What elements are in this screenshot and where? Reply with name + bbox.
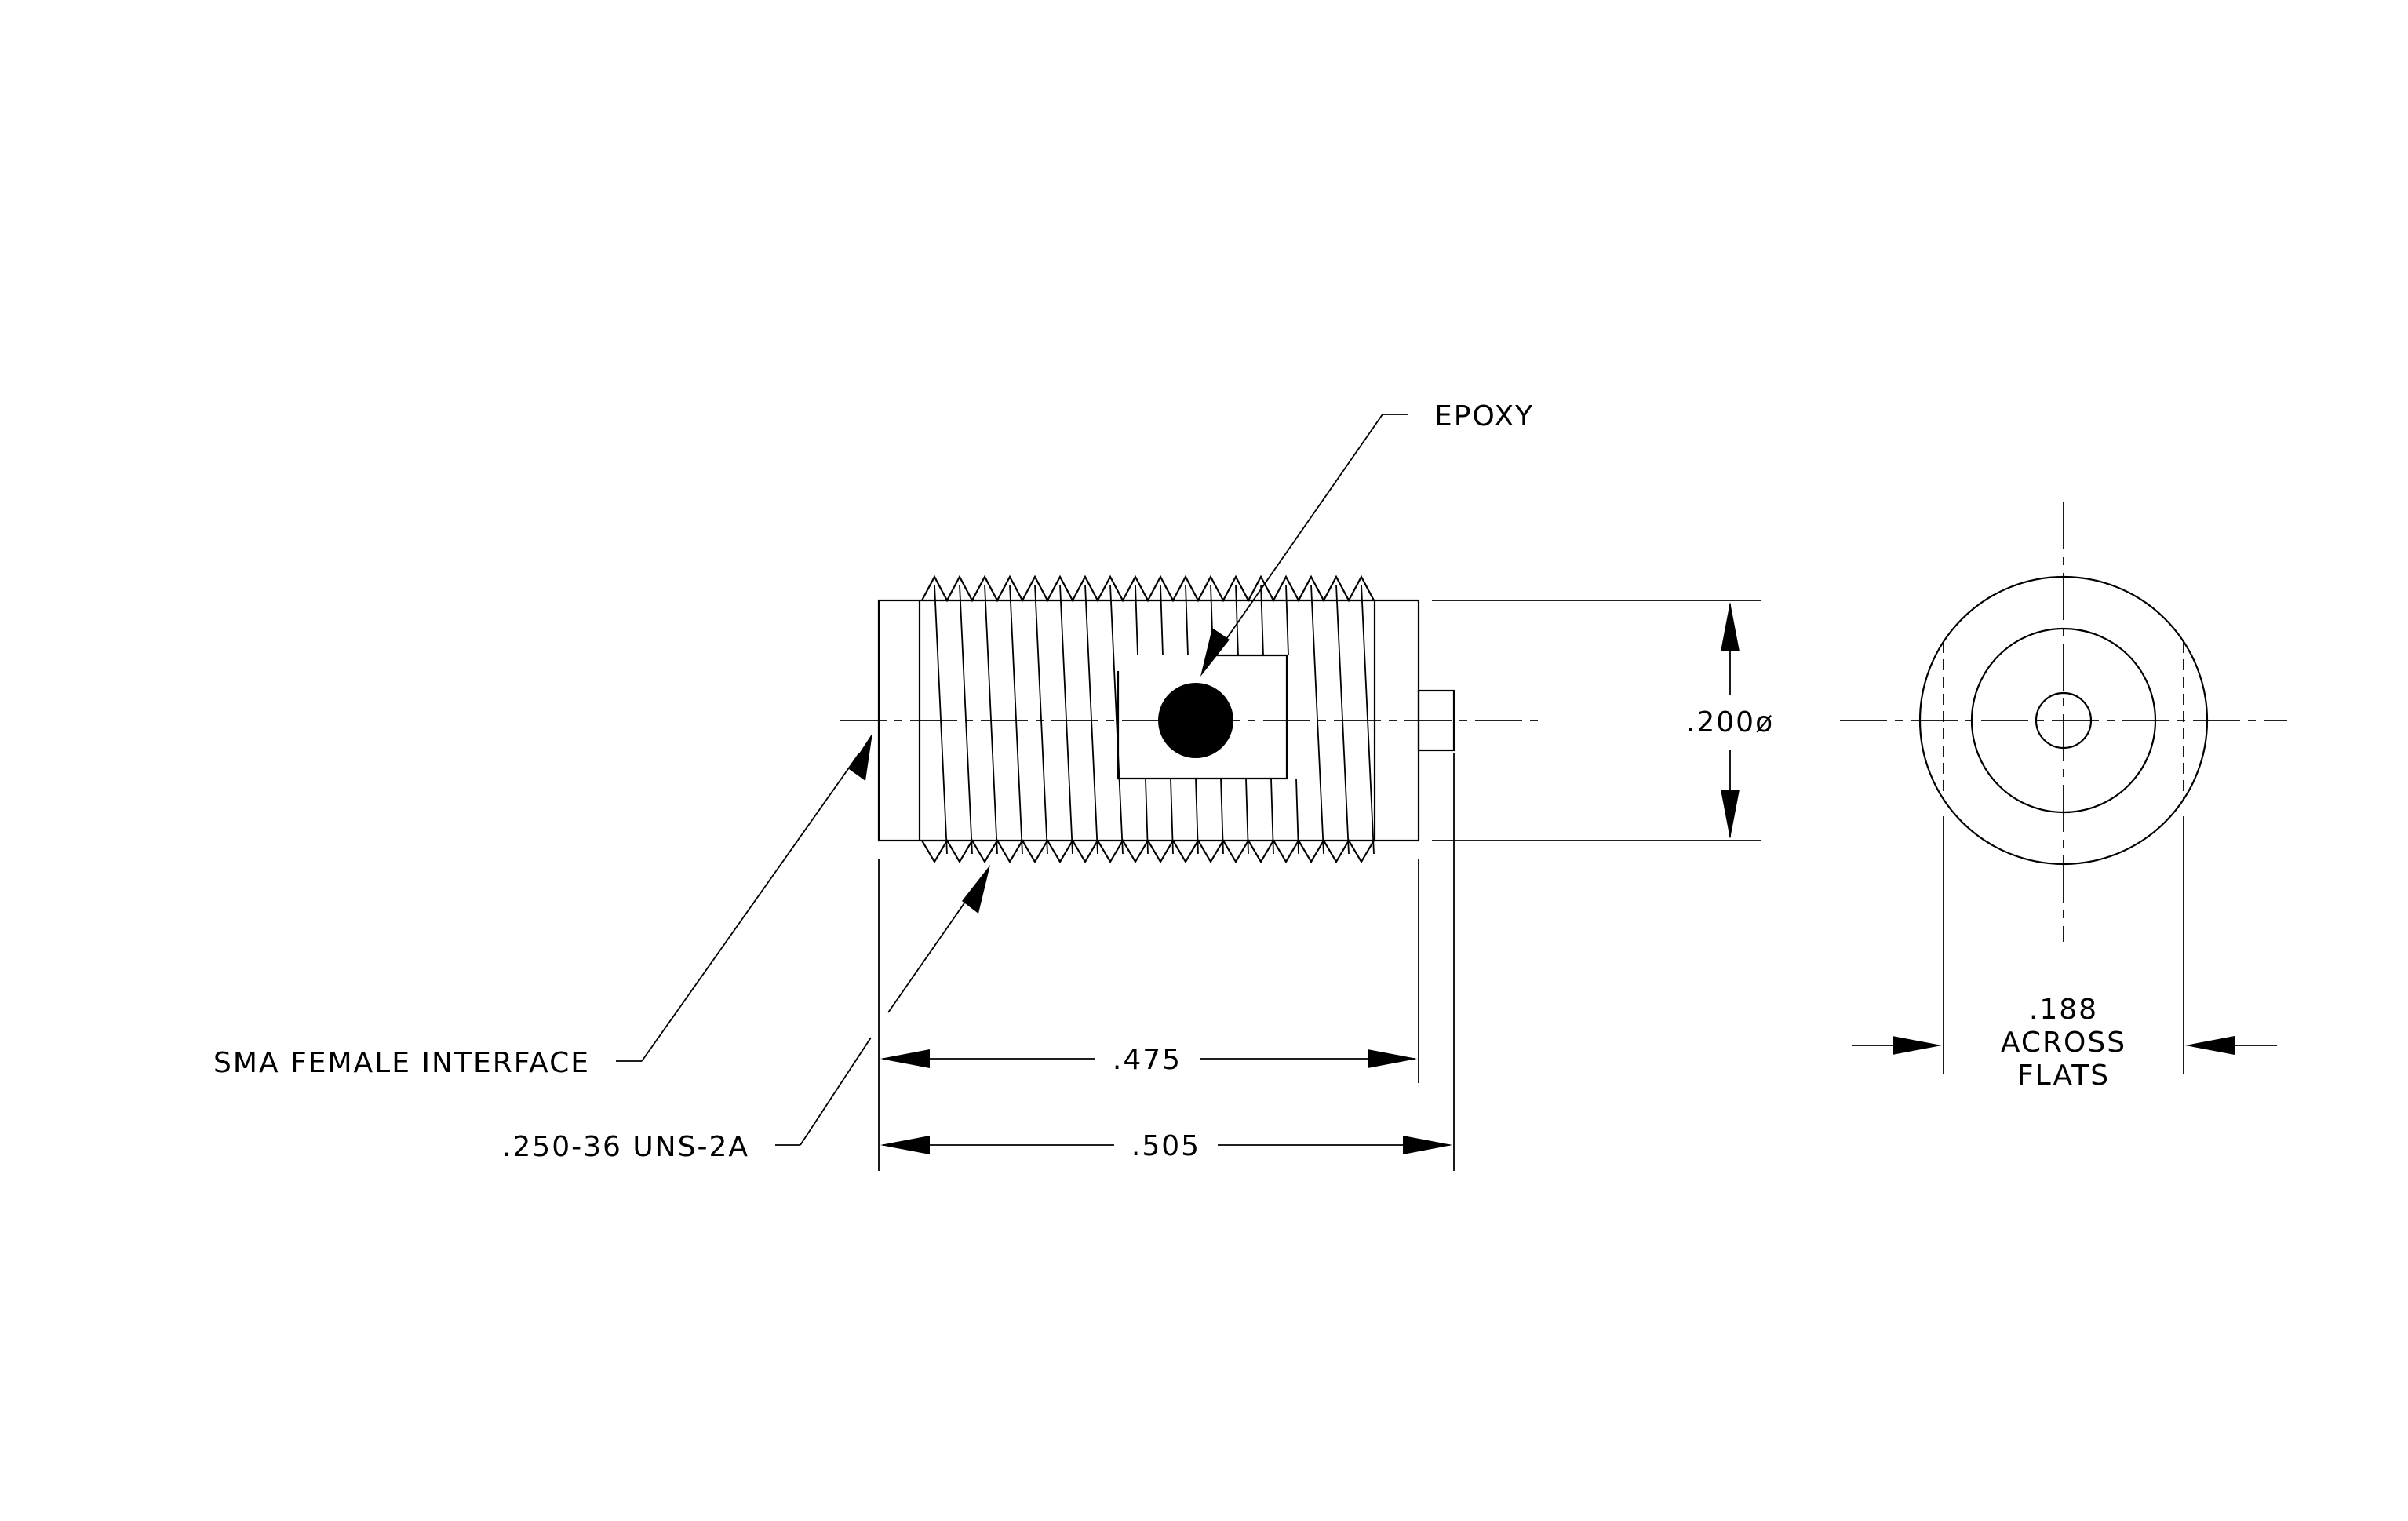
flats-arrow-right — [2185, 1036, 2235, 1055]
thread-leader-lower — [800, 1037, 872, 1146]
thread-helix-line — [1009, 584, 1023, 855]
outer-circle — [1918, 575, 2209, 866]
thread-helix-line — [1160, 584, 1164, 656]
dim-475-arrow-right — [1368, 1049, 1417, 1068]
thread-leader-arrow — [962, 865, 990, 914]
middle-circle — [1970, 627, 2157, 814]
thread-helix-line — [959, 584, 973, 855]
dim-length-overall-label: .505 — [1131, 1130, 1200, 1162]
thread-helix-line — [934, 584, 948, 855]
flats-arrow-left — [1893, 1036, 1942, 1055]
sma-interface-label: SMA FEMALE INTERFACE — [213, 1047, 590, 1079]
epoxy-window — [1117, 654, 1288, 780]
dia-arrow-top — [1721, 602, 1740, 651]
epoxy-leader — [1211, 414, 1383, 660]
epoxy-leader-arrow — [1200, 628, 1230, 677]
left-flange — [877, 599, 921, 842]
thread-helix-line — [1034, 584, 1048, 855]
thread-helix-line — [1185, 584, 1189, 656]
dia-arrow-bottom — [1721, 790, 1740, 839]
thread-helix-line — [1285, 584, 1289, 656]
flats-value-label: .188 — [2029, 994, 2098, 1026]
dim-505-arrow-right — [1403, 1136, 1452, 1154]
dim-505-arrow-left — [880, 1136, 930, 1154]
thread-crest-bottom — [921, 838, 1375, 864]
inner-circle — [2035, 691, 2093, 750]
end-view: .188 ACROSS FLATS — [1840, 502, 2287, 1092]
thread-helix-line — [1310, 584, 1324, 855]
epoxy-label: EPOXY — [1434, 400, 1534, 432]
thread-helix-line — [1335, 584, 1350, 855]
thread-profile — [921, 574, 1375, 864]
thread-helix-line — [1260, 584, 1264, 656]
flats-line1-label: ACROSS — [2001, 1027, 2126, 1059]
dim-diameter-label: .200ø — [1686, 706, 1774, 739]
sma-leader — [641, 753, 860, 1062]
thread-helix-line — [1361, 584, 1375, 855]
flats-line2-label: FLATS — [2017, 1060, 2110, 1092]
thread-helix-line — [1235, 584, 1239, 656]
side-view: .200ø .475 .505 EPOXY SMA FEMALE INTERFA… — [213, 400, 1774, 1171]
thread-leader-upper — [887, 890, 974, 1013]
thread-helix-line — [1109, 584, 1124, 855]
sma-leader-arrow — [849, 733, 872, 781]
dim-length-inner-label: .475 — [1113, 1044, 1182, 1076]
thread-helix-line — [1059, 584, 1073, 855]
dim-475-arrow-left — [880, 1049, 930, 1068]
center-pin — [1417, 689, 1455, 752]
thread-helix-line — [1084, 584, 1098, 855]
thread-spec-label: .250-36 UNS-2A — [502, 1131, 749, 1163]
thread-helix-line — [984, 584, 998, 855]
thread-crest-top — [921, 574, 1375, 603]
thread-helix-line — [1135, 584, 1138, 656]
epoxy-dot — [1158, 683, 1233, 758]
